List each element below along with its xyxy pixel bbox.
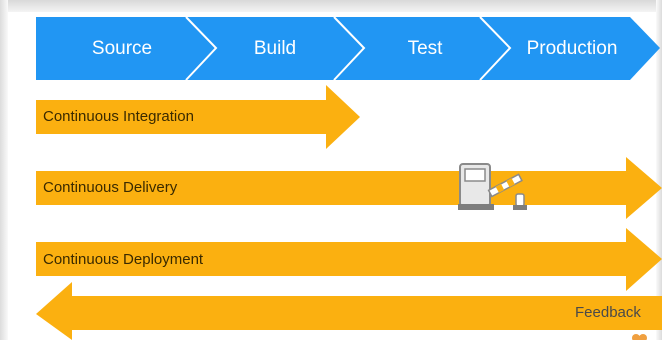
stage-separator bbox=[479, 16, 512, 81]
stage-banner bbox=[36, 17, 660, 80]
continuous-integration-arrow bbox=[36, 85, 360, 149]
continuous-integration-label: Continuous Integration bbox=[43, 108, 194, 125]
feedback-label: Feedback bbox=[575, 304, 641, 321]
stage-separator bbox=[185, 16, 218, 81]
stage-source: Source bbox=[91, 38, 153, 59]
continuous-delivery-arrow bbox=[36, 157, 662, 219]
feedback-arrow bbox=[36, 282, 662, 340]
window-left-edge bbox=[0, 0, 8, 340]
stage-test: Test bbox=[407, 38, 443, 59]
stage-separator bbox=[333, 16, 366, 81]
corner-decoration-icon bbox=[632, 334, 647, 340]
continuous-deployment-arrow bbox=[36, 228, 662, 291]
stage-production: Production bbox=[526, 38, 618, 59]
window-right-edge bbox=[656, 0, 662, 340]
continuous-deployment-label: Continuous Deployment bbox=[43, 251, 204, 268]
continuous-delivery-label: Continuous Delivery bbox=[43, 179, 178, 196]
barrier-gate-icon bbox=[458, 163, 527, 210]
window-top-edge bbox=[0, 0, 662, 12]
stage-build: Build bbox=[253, 38, 297, 59]
